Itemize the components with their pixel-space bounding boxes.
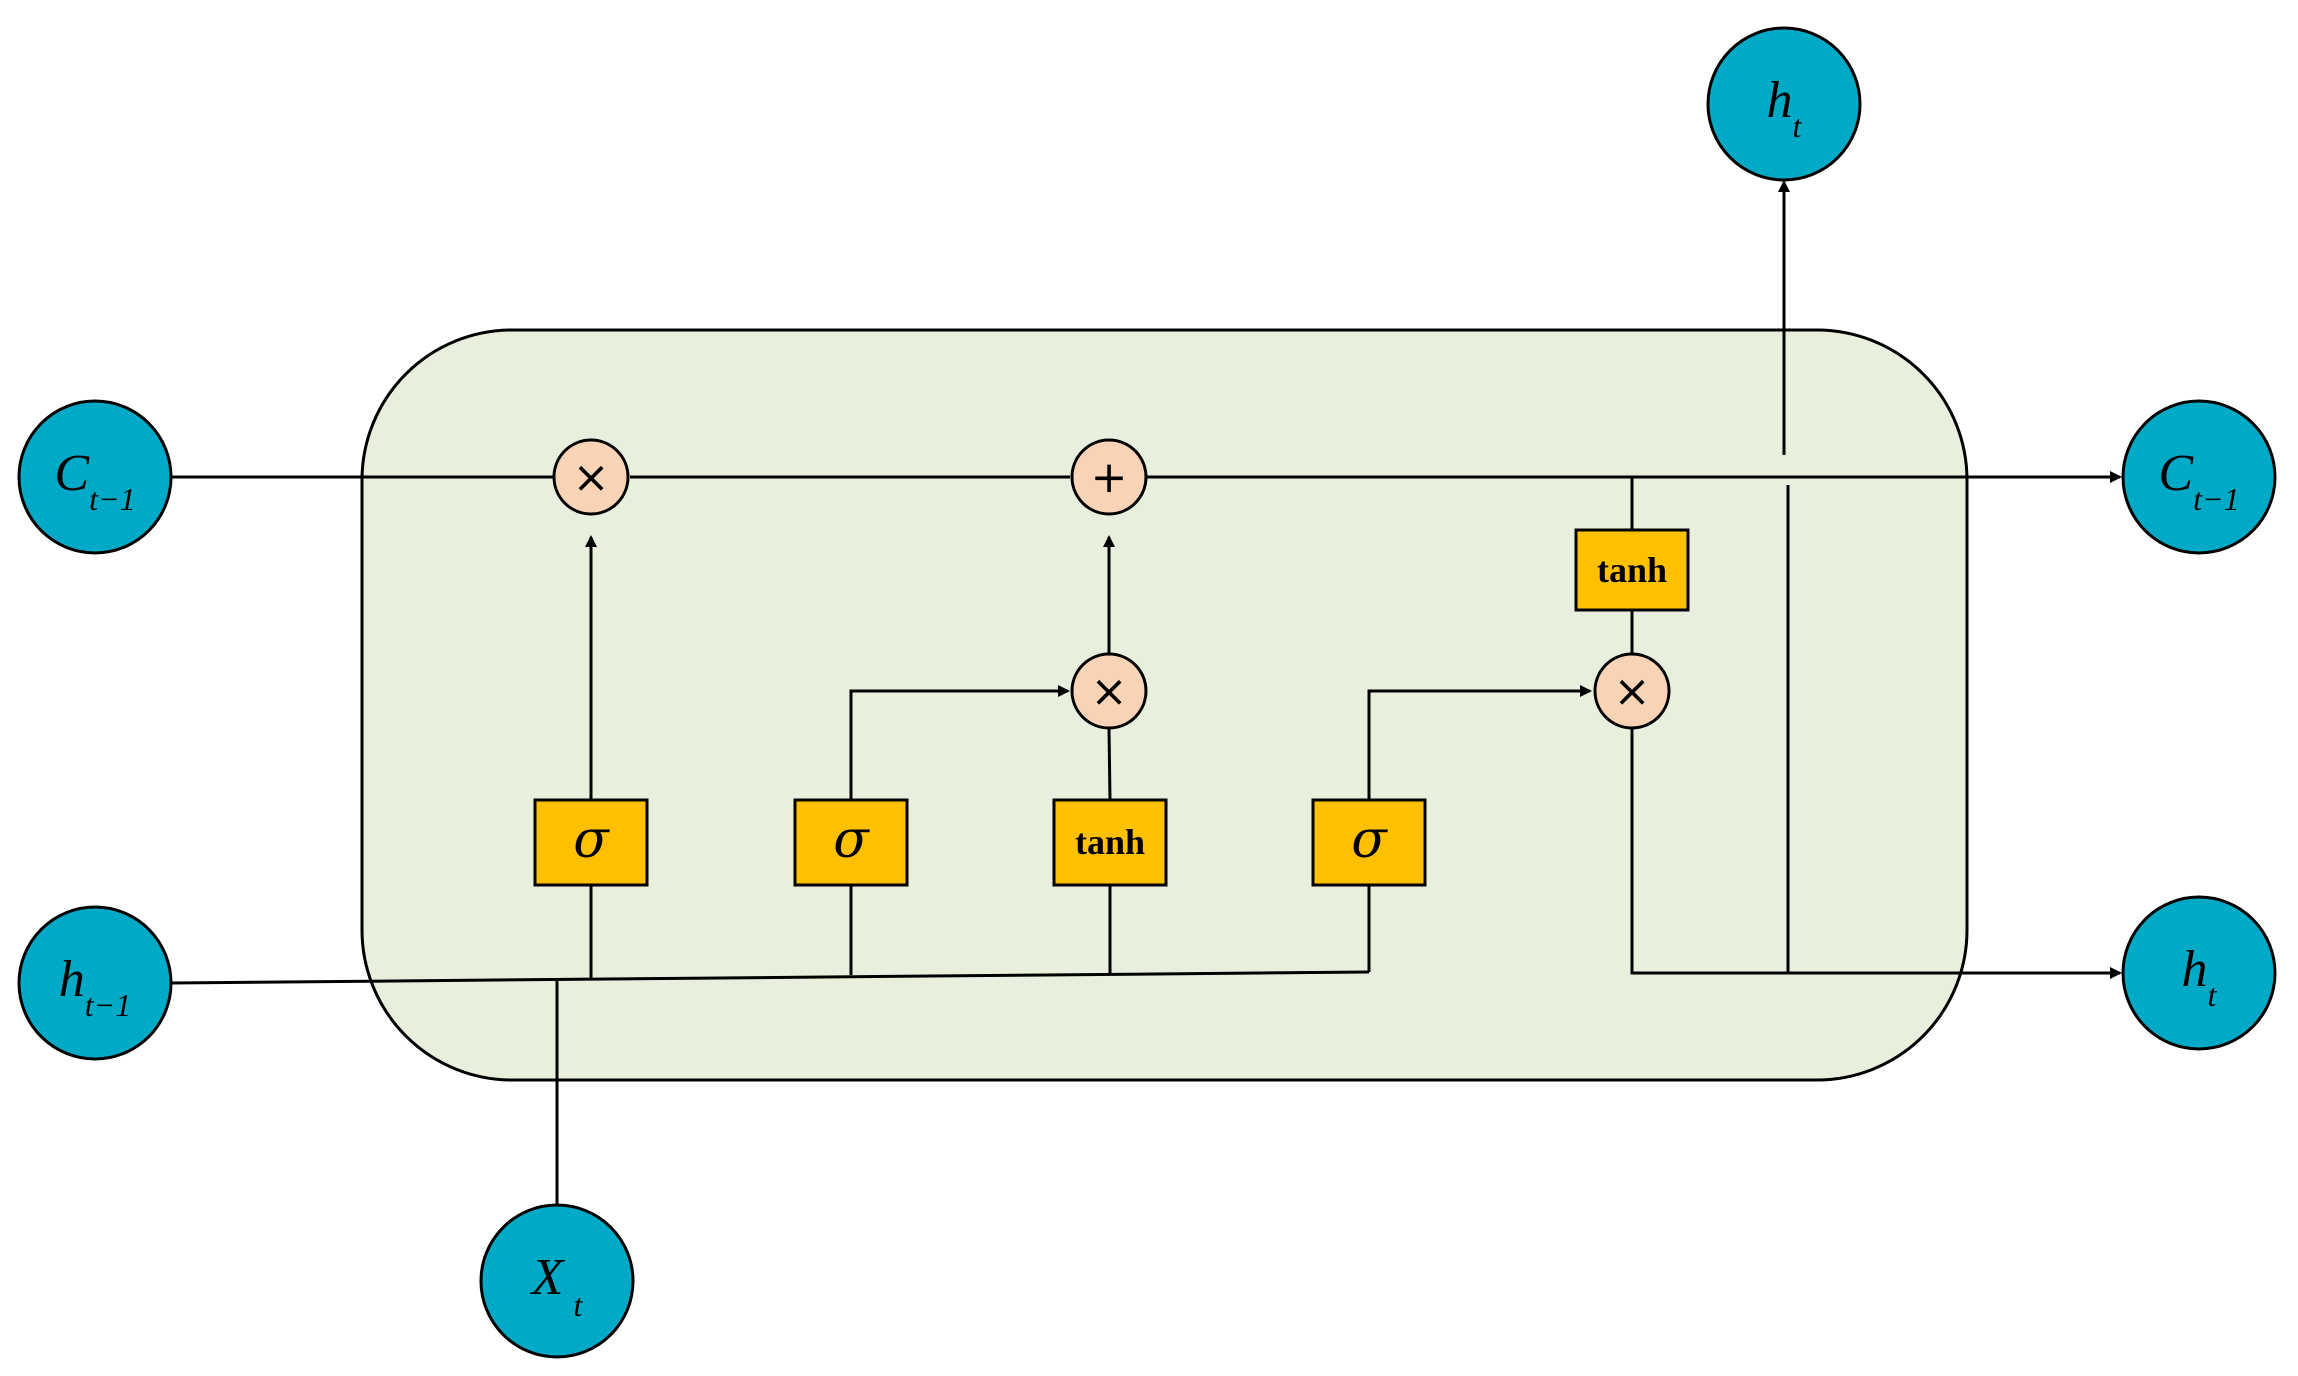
gate-input-sigma-label: σ	[833, 810, 870, 870]
op-forget-mult-symbol: ×	[573, 452, 610, 503]
hidden-input-line	[171, 970, 1370, 985]
node-x-t-sub: t	[573, 1287, 583, 1323]
gate-cell-tanh-label: tanh	[1597, 550, 1667, 590]
node-h-prev-sub: t−1	[85, 987, 131, 1023]
candidate-out-line	[1107, 728, 1112, 801]
node-c-prev-main: C	[54, 445, 90, 502]
node-h-next-sub: t	[2208, 977, 2218, 1013]
node-x-t-main: X	[530, 1249, 566, 1306]
connectors	[171, 180, 2122, 1206]
op-input-mult-symbol: ×	[1091, 666, 1128, 717]
svg-text:Ct−1: Ct−1	[2158, 445, 2239, 517]
op-cell-add-symbol: +	[1091, 452, 1128, 503]
op-forget-mult: ×	[552, 438, 630, 516]
output-out-line	[1367, 685, 1592, 800]
node-h-next: ht	[2121, 895, 2277, 1051]
node-h-prev: ht−1	[17, 905, 173, 1061]
op-cell-add: +	[1070, 438, 1148, 516]
node-c-next: Ct−1	[2121, 399, 2277, 555]
node-h-prev-main: h	[59, 951, 85, 1008]
node-c-next-main: C	[2158, 445, 2194, 502]
gate-forget-sigma-label: σ	[573, 810, 610, 870]
svg-text:ht−1: ht−1	[59, 951, 131, 1023]
op-output-mult-symbol: ×	[1614, 666, 1651, 717]
op-input-mult: ×	[1070, 652, 1148, 730]
gate-cell-tanh: tanh	[1574, 528, 1690, 612]
node-c-next-sub: t−1	[2193, 481, 2239, 517]
node-h-top-sub: t	[1793, 108, 1803, 144]
gate-output-sigma-label: σ	[1351, 810, 1388, 870]
node-h-next-main: h	[2182, 941, 2208, 998]
svg-text:ht: ht	[2182, 941, 2218, 1013]
svg-text:Ct−1: Ct−1	[54, 445, 135, 517]
node-h-top-main: h	[1767, 72, 1793, 129]
node-c-prev: Ct−1	[17, 399, 173, 555]
gate-input-sigma: σ	[793, 798, 909, 887]
node-h-top: ht	[1706, 26, 1862, 182]
input-out-line	[849, 685, 1070, 800]
node-c-prev-sub: t−1	[89, 481, 135, 517]
gate-candidate-tanh: tanh	[1052, 798, 1168, 887]
gate-forget-sigma: σ	[533, 798, 649, 887]
svg-text:Xt: Xt	[530, 1249, 584, 1323]
gate-candidate-tanh-label: tanh	[1075, 822, 1145, 862]
svg-text:ht: ht	[1767, 72, 1803, 144]
gate-output-sigma: σ	[1311, 798, 1427, 887]
output-mult-to-h	[1630, 729, 2122, 979]
lstm-cell	[360, 328, 1969, 1082]
op-output-mult: ×	[1593, 652, 1671, 730]
